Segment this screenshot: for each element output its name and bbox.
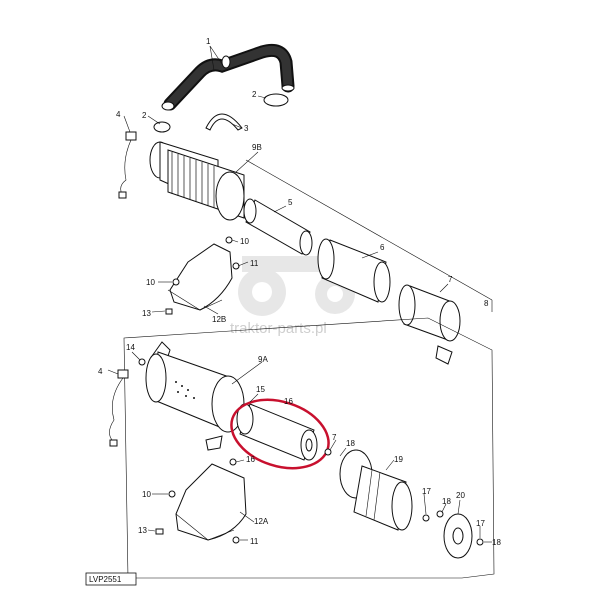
mounting-bracket-12b — [167, 243, 233, 311]
restriction-sensor-part — [109, 369, 129, 447]
valve-part — [138, 358, 146, 366]
filter-element-16 — [236, 403, 318, 461]
end-cover-20 — [443, 513, 473, 559]
safety-filter-element-6 — [317, 238, 391, 303]
watermark-text: traktor-parts.pl — [230, 320, 327, 337]
callout-7: 7 — [332, 433, 337, 442]
callout-11: 11 — [250, 259, 259, 268]
callout-8: 8 — [484, 299, 489, 308]
bolt-part — [168, 490, 176, 498]
callout-5: 5 — [288, 198, 293, 207]
nut-part — [232, 262, 240, 270]
callout-3: 3 — [244, 124, 249, 133]
callout-6: 6 — [380, 243, 385, 252]
leader-lines — [107, 45, 492, 543]
callout-16b: 16 — [246, 455, 255, 464]
washer-part — [165, 308, 173, 315]
air-cleaner-housing-9b — [149, 141, 245, 221]
primary-filter-element-5 — [243, 198, 313, 256]
callout-11: 11 — [250, 537, 259, 546]
callout-2: 2 — [252, 90, 257, 99]
bolt-part — [225, 236, 233, 244]
mounting-bracket-12a — [175, 463, 247, 541]
callout-17: 17 — [422, 487, 431, 496]
hose-part — [161, 43, 295, 111]
callout-15: 15 — [256, 385, 265, 394]
callout-4: 4 — [116, 110, 121, 119]
callout-9a: 9A — [258, 355, 268, 364]
callout-17: 17 — [476, 519, 485, 528]
nut-part — [232, 536, 240, 544]
callout-10: 10 — [142, 490, 151, 499]
callout-13: 13 — [142, 309, 151, 318]
bolt-part — [324, 448, 332, 456]
callout-12a: 12A — [254, 517, 269, 526]
bolt-part — [229, 458, 237, 466]
restriction-sensor-part — [118, 131, 137, 199]
callout-10: 10 — [240, 237, 249, 246]
bolt-part — [172, 278, 180, 286]
callout-18: 18 — [442, 497, 451, 506]
callout-12b: 12B — [212, 315, 226, 324]
callout-13: 13 — [138, 526, 147, 535]
callout-19: 19 — [394, 455, 403, 464]
clip-part — [422, 514, 430, 522]
callout-14: 14 — [126, 343, 135, 352]
washer-part — [155, 528, 164, 535]
callout-18: 18 — [346, 439, 355, 448]
hose-clamp-part — [153, 121, 171, 133]
filter-element-19 — [339, 449, 413, 531]
callout-10: 10 — [146, 278, 155, 287]
callout-18: 18 — [492, 538, 501, 547]
callout-1: 1 — [206, 37, 211, 46]
callout-16: 16 — [284, 397, 293, 406]
wing-nut-part — [476, 538, 484, 546]
mounting-strap-part — [205, 113, 243, 131]
hose-clamp-part — [263, 93, 289, 107]
callout-4: 4 — [98, 367, 103, 376]
reference-code: LVP2551 — [89, 575, 122, 584]
reference-box — [85, 572, 137, 586]
callout-20: 20 — [456, 491, 465, 500]
callout-9b: 9B — [252, 143, 262, 152]
dust-cap-7 — [398, 284, 461, 365]
callout-2: 2 — [142, 111, 147, 120]
air-cleaner-housing-9a — [145, 341, 245, 451]
callout-7: 7 — [448, 275, 453, 284]
wing-nut-part — [436, 510, 444, 518]
